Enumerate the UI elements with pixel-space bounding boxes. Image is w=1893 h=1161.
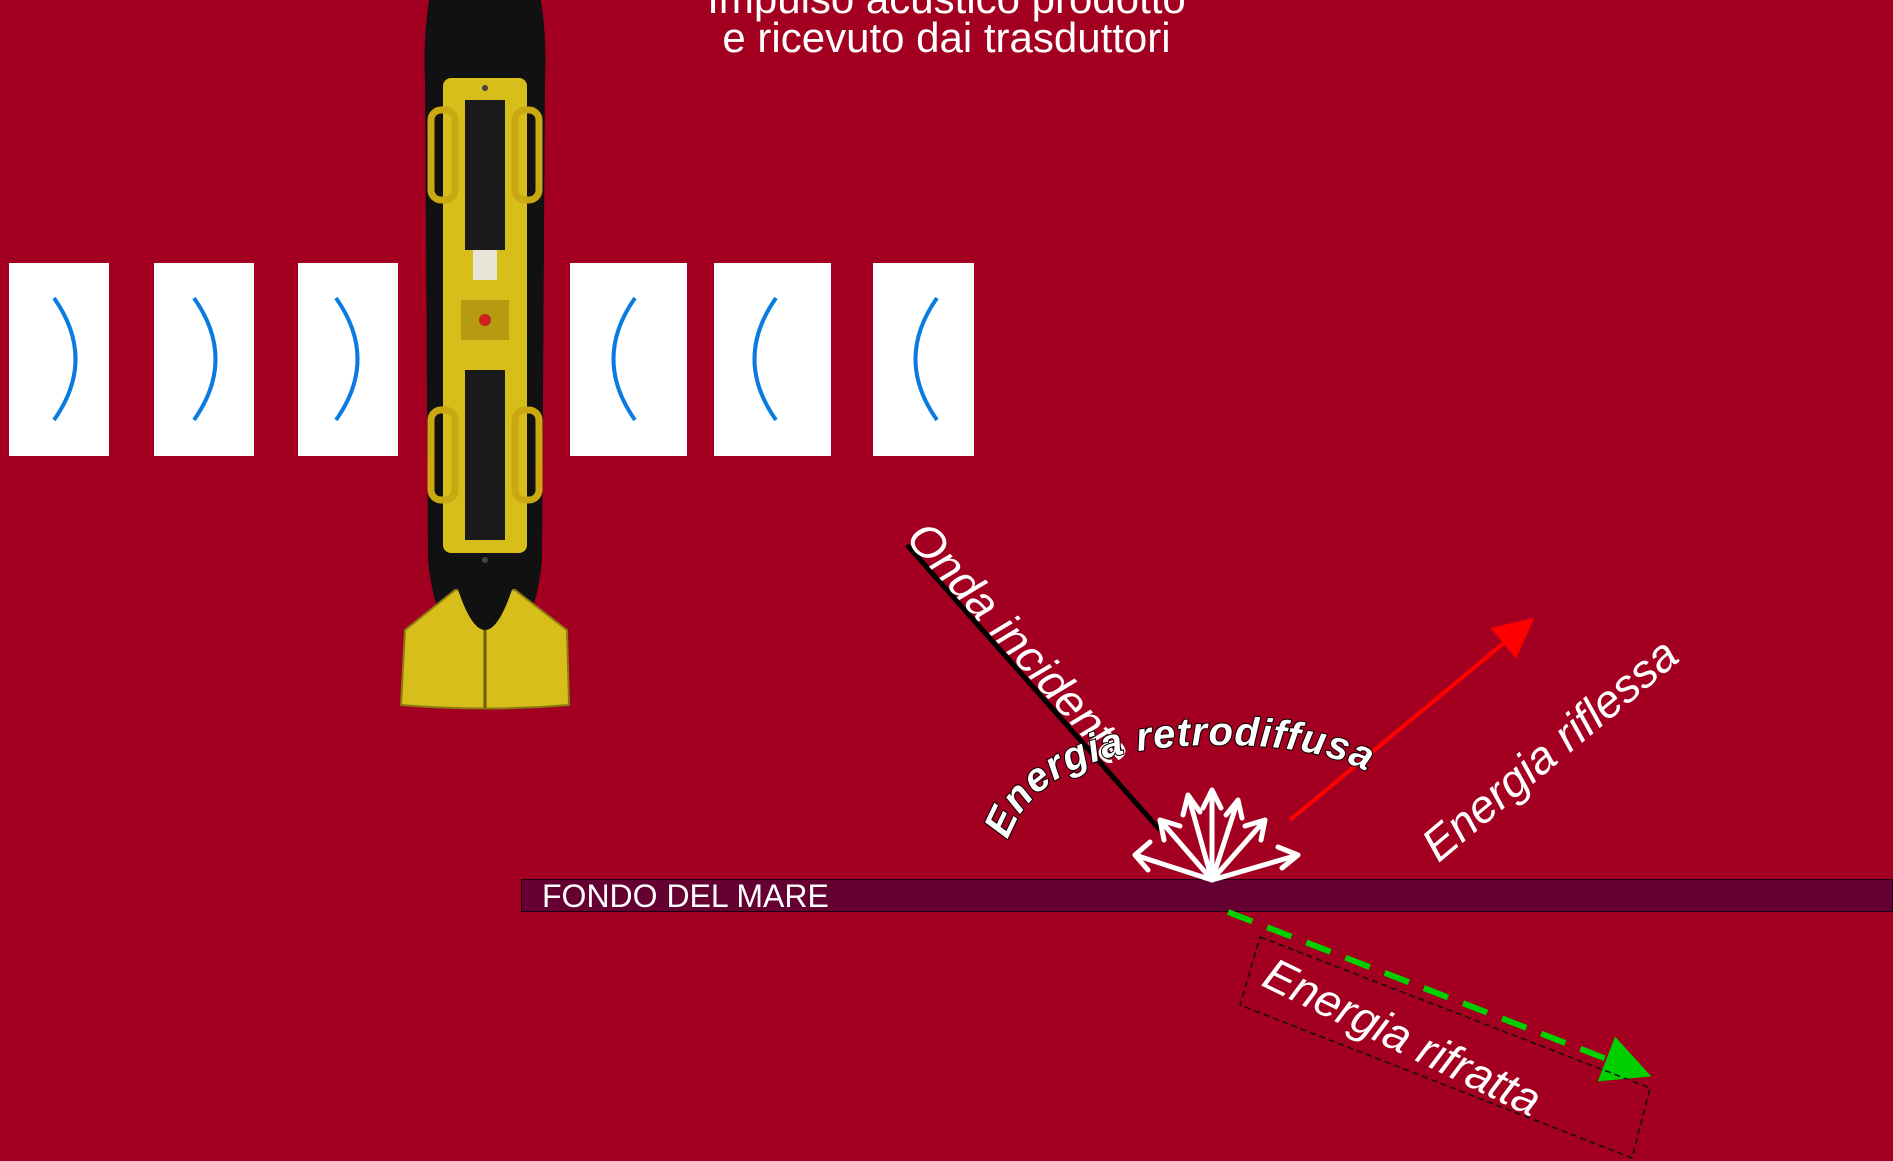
wave-panel-right-1 (570, 263, 687, 456)
wave-arc (52, 296, 78, 422)
refracted-label-box (1239, 936, 1651, 1160)
svg-text:Energia retrodiffusa: Energia retrodiffusa (976, 710, 1382, 844)
wave-panel-left-1 (9, 263, 109, 456)
refracted-energy-arrow (1226, 909, 1652, 1082)
wave-panel-right-3 (873, 263, 974, 456)
seafloor-label: FONDO DEL MARE (542, 878, 829, 914)
wave-arc (192, 296, 218, 422)
incident-wave-ray (905, 543, 1162, 832)
seafloor-band: FONDO DEL MARE (521, 879, 1893, 912)
wave-panel-left-3 (298, 263, 398, 456)
title-line-2: e ricevuto dai trasduttori (722, 14, 1171, 61)
wave-arc (611, 296, 637, 422)
wave-arc (913, 296, 939, 422)
wave-panel-right-2 (714, 263, 831, 456)
wave-panel-left-2 (154, 263, 254, 456)
reflected-energy-arrow (1288, 617, 1535, 822)
title-line-1: Impulso acustico prodotto (0, 0, 1893, 23)
backscatter-arrows (1132, 787, 1301, 883)
wave-arc (752, 296, 778, 422)
wave-arc (334, 296, 360, 422)
backscatter-energy-label: Energia retrodiffusa (975, 709, 1382, 845)
towfish-sonar (399, 0, 571, 710)
